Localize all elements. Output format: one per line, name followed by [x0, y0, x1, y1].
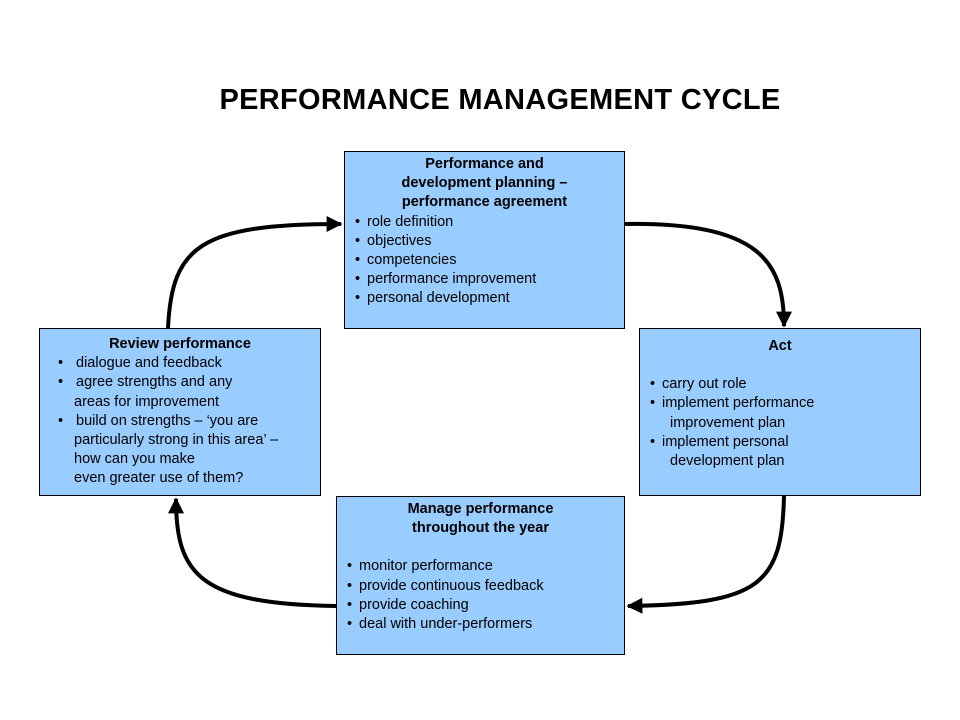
- manage-box: Manage performance throughout the year m…: [336, 496, 625, 655]
- review-box: Review performance dialogue and feedback…: [39, 328, 321, 496]
- list-item: competencies: [353, 251, 616, 270]
- list-item: role definition: [353, 213, 616, 232]
- manage-list: monitor performance provide continuous f…: [345, 557, 616, 634]
- arrow-right-to-bottom: [626, 495, 786, 614]
- list-item: provide coaching: [345, 596, 616, 615]
- list-item: personal development: [353, 289, 616, 308]
- page-title: PERFORMANCE MANAGEMENT CYCLE: [219, 84, 781, 116]
- list-item: implement performance improvement plan: [648, 394, 912, 432]
- arrow-left-to-top: [166, 216, 343, 329]
- list-item: deal with under-performers: [345, 615, 616, 634]
- list-item: implement personal development plan: [648, 433, 912, 471]
- list-item: performance improvement: [353, 270, 616, 289]
- list-item: objectives: [353, 232, 616, 251]
- review-heading: Review performance: [109, 336, 251, 352]
- list-item: agree strengths and any areas for improv…: [48, 373, 312, 411]
- planning-list: role definition objectives competencies …: [353, 213, 616, 309]
- manage-heading: Manage performance throughout the year: [407, 501, 554, 537]
- planning-box: Performance and development planning – p…: [344, 151, 625, 329]
- list-item: monitor performance: [345, 557, 616, 576]
- list-item: provide continuous feedback: [345, 577, 616, 596]
- act-heading: Act: [768, 338, 792, 354]
- list-item: dialogue and feedback: [48, 354, 312, 373]
- list-item: build on strengths – ‘you are particular…: [48, 412, 312, 489]
- arrow-bottom-to-left: [168, 497, 337, 608]
- act-box: Act carry out role implement performance…: [639, 328, 921, 496]
- planning-heading: Performance and development planning – p…: [401, 156, 568, 211]
- review-list: dialogue and feedback agree strengths an…: [48, 354, 312, 488]
- list-item: carry out role: [648, 375, 912, 394]
- arrow-top-to-right: [624, 221, 792, 328]
- act-list: carry out role implement performance imp…: [648, 375, 912, 471]
